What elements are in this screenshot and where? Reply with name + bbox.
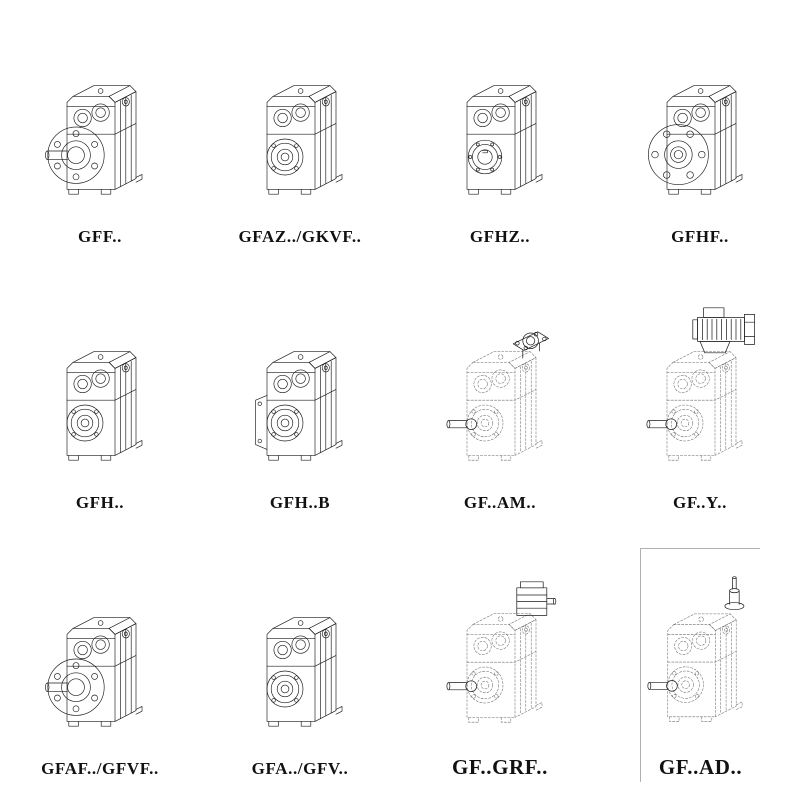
adapter-parts	[446, 581, 557, 692]
gearbox-illustration	[647, 576, 745, 722]
gearbox-cell-gfhb: GFH..B	[240, 282, 360, 516]
gearbox-illustration	[446, 581, 557, 723]
gearbox-drawing-input-shaft-adapter	[641, 536, 760, 756]
bearing-covers	[473, 103, 510, 128]
gearbox-illustration	[255, 351, 343, 461]
housing-outline	[466, 85, 543, 195]
output-flange-with-shaft	[45, 658, 105, 717]
output-flange-with-shaft	[45, 126, 105, 185]
phantom-gear-unit	[667, 613, 743, 722]
gearbox-model-label: GFA../GFV..	[251, 759, 349, 779]
gearbox-illustration	[45, 617, 143, 727]
housing-outline	[266, 351, 343, 461]
output-shaft	[446, 418, 477, 431]
output-shaft	[647, 680, 678, 692]
gearbox-drawing-hub-torque-arm	[240, 274, 360, 494]
gearbox-drawing-hub	[240, 540, 360, 760]
gearbox-illustration	[648, 85, 743, 195]
gearbox-model-label: GFHZ..	[469, 227, 531, 247]
bearing-covers	[273, 369, 310, 394]
adapter-housing	[516, 581, 557, 616]
housing-outline	[66, 617, 143, 727]
gearbox-drawing-hub	[240, 8, 360, 228]
gearbox-drawing-flange-shaft	[40, 540, 160, 760]
gearbox-model-label: GF..AM..	[463, 493, 537, 513]
gearbox-model-label: GFH..B	[269, 493, 331, 513]
phantom-gear-unit	[466, 613, 543, 723]
gearbox-cell-gfaz: GFAZ../GKVF..	[238, 16, 362, 250]
gearbox-cell-gfa: GFA../GFV..	[240, 548, 360, 782]
gearbox-illustration	[45, 85, 143, 195]
gearbox-cell-gfam: GF..AM..	[440, 282, 560, 516]
bearing-covers	[73, 103, 110, 128]
bearing-covers	[273, 103, 310, 128]
gearbox-illustration	[66, 351, 143, 461]
gearbox-drawing-bore	[440, 8, 560, 228]
output-shaft	[646, 418, 677, 431]
housing-outline	[266, 85, 343, 195]
housing-outline	[66, 85, 143, 195]
gearbox-drawing-with-motor	[640, 274, 760, 494]
gearbox-illustration	[266, 85, 343, 195]
gearbox-model-label: GFH..	[75, 493, 125, 513]
gearbox-cell-gfy: GF..Y..	[640, 282, 760, 516]
gearbox-cell-gfhz: GFHZ..	[440, 16, 560, 250]
torque-arm-bracket	[255, 395, 268, 451]
electric-motor	[692, 307, 755, 354]
gearbox-drawing-motor-adapter	[440, 274, 560, 494]
gearbox-model-label: GFHF..	[671, 227, 729, 247]
adapter-parts	[446, 331, 549, 431]
gearbox-drawing-adapter-housing	[440, 536, 560, 756]
gearbox-drawing-hub	[40, 274, 160, 494]
bearing-covers	[73, 635, 110, 660]
gearbox-illustration	[266, 617, 343, 727]
gearbox-model-label: GF..GRF..	[451, 754, 549, 779]
output-shaft	[446, 680, 477, 692]
gearbox-cell-gff: GFF..	[40, 16, 160, 250]
gearbox-drawing-flange-shaft	[40, 8, 160, 228]
gearbox-cell-gfh: GFH..	[40, 282, 160, 516]
gearbox-model-label: GFF..	[78, 227, 122, 247]
gearbox-cell-gfhf: GFHF..	[640, 16, 760, 250]
output-flange-hollow	[648, 124, 709, 186]
gearbox-illustration	[466, 85, 543, 195]
phantom-gear-unit	[466, 351, 543, 461]
input-shaft-adapter	[724, 576, 745, 610]
gearbox-cell-gfgrf: GF..GRF..	[440, 548, 560, 782]
hollow-shaft-bore	[467, 140, 503, 175]
gearbox-cell-gfad: GF..AD..	[640, 548, 760, 782]
motor-parts	[646, 307, 755, 431]
gearbox-illustration	[646, 307, 755, 461]
hollow-shaft-hub	[266, 404, 304, 442]
bearing-covers	[673, 103, 710, 128]
gearbox-model-label: GFAF../GFVF..	[41, 759, 159, 779]
housing-outline	[266, 617, 343, 727]
gearbox-model-label: GFAZ../GKVF..	[238, 227, 362, 247]
hollow-shaft-hub	[266, 138, 304, 176]
hollow-shaft-hub	[66, 404, 104, 442]
gearbox-model-label: GF..AD..	[658, 754, 743, 779]
gearbox-model-label: GF..Y..	[673, 493, 727, 513]
housing-outline	[66, 351, 143, 461]
gearbox-cell-gfaf: GFAF../GFVF..	[40, 548, 160, 782]
gearbox-drawing-large-flange	[640, 8, 760, 228]
motor-adapter-flange	[512, 331, 549, 359]
gearbox-illustration	[446, 331, 549, 461]
phantom-gear-unit	[666, 351, 743, 461]
bearing-covers	[73, 369, 110, 394]
hollow-shaft-hub	[266, 670, 304, 708]
bearing-covers	[273, 635, 310, 660]
